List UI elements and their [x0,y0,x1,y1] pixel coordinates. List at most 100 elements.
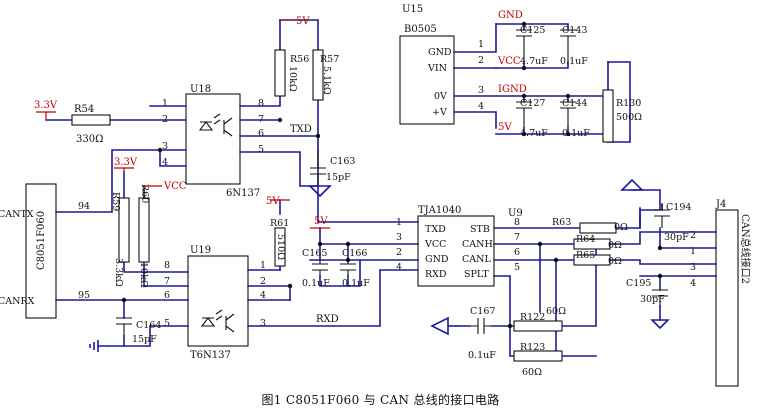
mcu-pin-canrx: CANRX [0,296,35,307]
u9-pin-canh: CANH [462,239,493,250]
u18-pin-6: 6 [258,128,264,139]
c195-value: 30pF [640,294,665,305]
u19-pin-4: 4 [260,290,266,301]
j4-ref: J4 [715,199,726,210]
u19-pin-2: 2 [260,276,266,287]
u19-pin-7: 7 [164,276,170,287]
c163-value: 15pF [326,172,351,183]
u15-pin-num-4: 4 [478,101,484,112]
resistors: R54 330Ω R56 10kΩ R57 5.1kΩ R59 3.3kΩ R6… [71,49,642,378]
power-symbols: 3.3V 3.3V VCC 5V 5V 5V GND VCC IGND 5V [34,10,670,352]
r56-body [274,49,286,97]
u19-pin-5: 5 [164,318,170,329]
r65-ref: R65 [576,250,595,261]
junctions [121,21,663,329]
r123-body [513,350,563,362]
u18-part: 6N137 [226,188,260,199]
c143-value: 0.1uF [560,56,588,67]
u9-pin-rxd: RXD [425,269,447,280]
u18-pin-3: 3 [162,141,168,152]
net-rxd: RXD [316,314,339,325]
r59-ref: R59 [110,192,121,211]
u9-pin-num-4: 4 [396,262,402,273]
c167-ref: C167 [470,306,495,317]
capacitors: C125 4.7uF C143 0.1uF C127 4.7uF C144 0.… [116,25,691,361]
u18-pin-1: 1 [162,98,168,109]
r56-ref: R56 [290,54,309,65]
net-vcc-label: VCC [497,56,521,67]
c143-ref: C143 [562,25,587,36]
c166-value: 0.1uF [342,278,370,289]
u18-pin-5: 5 [258,144,264,155]
u15-pin-num-1: 1 [478,39,484,50]
mcu-c8051f060: C8051F060 CANTX CANRX 94 95 [0,183,90,319]
u9-pin-num-7: 7 [514,232,520,243]
u9-pin-canl: CANL [462,254,491,265]
mcu-pin-num-95: 95 [78,290,90,301]
u19-optocoupler: U19 T6N137 8 7 6 5 1 2 4 3 [164,245,266,361]
u9-pin-txd: TXD [425,224,446,235]
u15-pin-num-2: 2 [478,55,484,66]
j4-pin-4: 4 [690,278,696,289]
net-gnd-label: GND [498,10,523,21]
r57-ref: R57 [320,54,339,65]
r54-value: 330Ω [76,134,103,145]
r61-ref: R61 [270,218,289,229]
u15-pin-num-3: 3 [478,85,484,96]
u9-pin-num-6: 6 [514,247,520,258]
u9-pin-vcc: VCC [424,239,446,250]
r60-body [138,197,150,263]
c144-ref: C144 [562,98,587,109]
u19-pin-3: 3 [260,318,266,329]
mcu-pin-cantx: CANTX [0,209,34,220]
mcu-pin-num-94: 94 [78,201,90,212]
u9-transceiver-tja1040: TJA1040 U9 TXD VCC GND RXD STB CANH CANL… [396,205,523,287]
net-5v-a: 5V [296,16,310,27]
u19-pin-1: 1 [260,260,266,271]
u9-ref: U9 [508,208,523,219]
c127-value: 4.7uF [520,128,548,139]
net-3v3-a: 3.3V [34,100,58,111]
r61-body [274,227,286,267]
r60-value: 10kΩ [138,262,149,288]
r130-value: 500Ω [616,112,642,123]
r65-value: 0Ω [608,256,622,267]
c125-ref: C125 [520,25,545,36]
mcu-part-label: C8051F060 [36,211,47,270]
r56-value: 10kΩ [287,66,298,92]
r122-value: 60Ω [546,306,566,317]
r61-value: 510Ω [275,234,286,260]
u9-pin-stb: STB [470,224,490,235]
c165-ref: C165 [302,248,327,259]
u18-ref: U18 [190,84,211,95]
r60-ref: R60 [139,184,150,203]
net-5v-label-u15: 5V [498,122,512,133]
net-3v3-b: 3.3V [114,157,138,168]
u9-part: TJA1040 [418,205,461,216]
net-txd: TXD [290,124,312,135]
net-ignd-label: IGND [498,84,527,95]
u9-pin-num-3: 3 [396,232,402,243]
c125-value: 4.7uF [520,56,548,67]
u15-pin-0v: 0V [434,91,447,102]
c194-value: 30pF [664,232,689,243]
r64-value: 0Ω [608,240,622,251]
j4-pin-2: 2 [690,230,696,241]
u18-optocoupler: U18 6N137 1 2 3 4 8 7 6 5 [162,84,264,199]
u19-ref: U19 [190,245,211,256]
u9-pin-gnd: GND [425,254,449,265]
u15-ref: U15 [402,4,423,15]
u18-pin-4: 4 [162,157,168,168]
r130-ref: R130 [616,98,641,109]
u19-pin-8: 8 [164,260,170,271]
c165-value: 0.1uF [302,278,330,289]
r63-body [579,222,617,234]
u9-pin-splt: SPLT [464,269,489,280]
r63-ref: R63 [552,217,571,228]
u15-dcdc-b0505: U15 B0505 GND VIN 0V +V 1 2 3 4 [399,4,484,125]
u9-pin-num-8: 8 [514,217,520,228]
c167-value: 0.1uF [468,350,496,361]
net-5v-c: 5V [314,216,328,227]
r57-body [312,49,324,101]
